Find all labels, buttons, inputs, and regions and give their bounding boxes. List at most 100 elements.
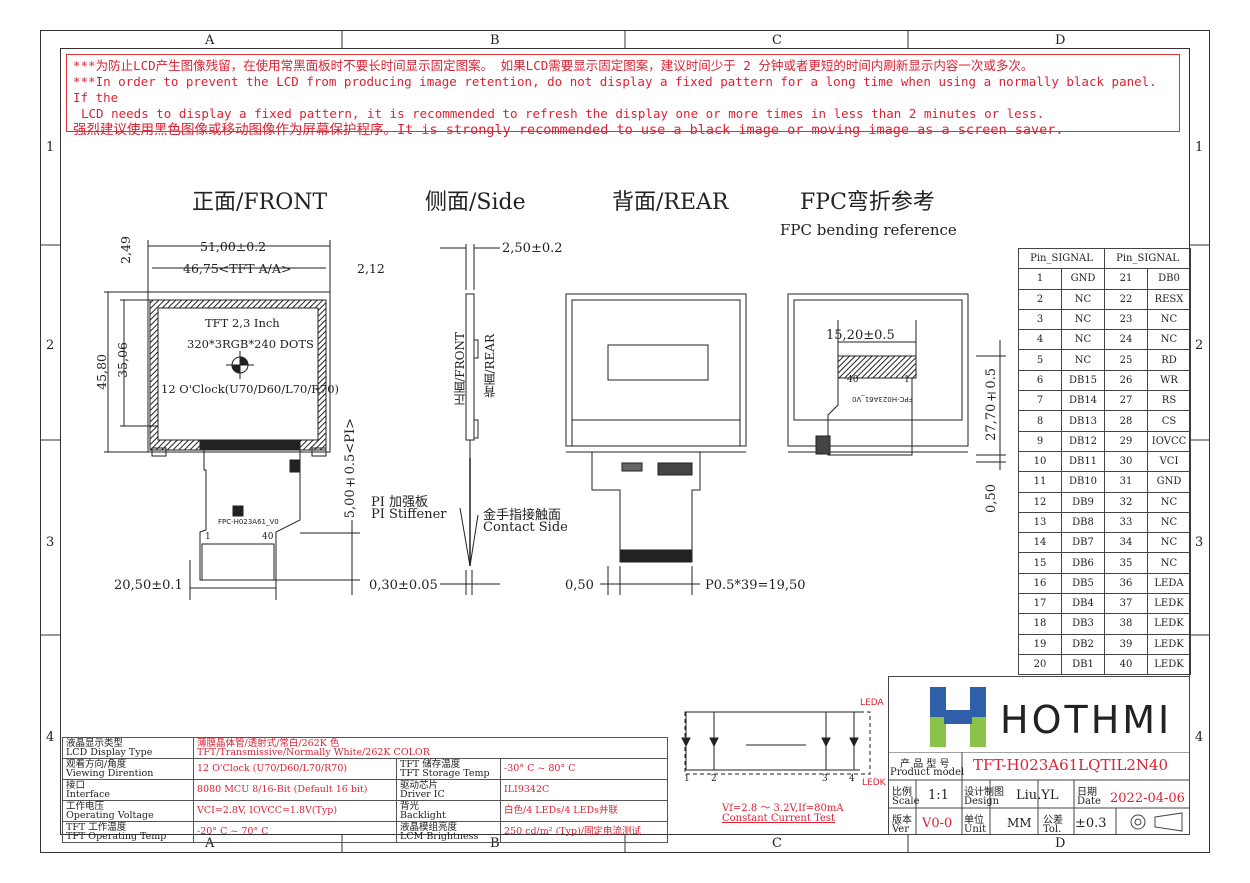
pin-signal-cell: CS — [1147, 410, 1191, 432]
model-value: TFT-H023A61LQTIL2N40 — [973, 756, 1169, 774]
pin-number-cell: 13 — [1018, 511, 1062, 534]
spec-key-line: 工作电压 — [66, 800, 105, 812]
spec-key-line: Viewing Dirention — [66, 768, 154, 779]
front-fpc-pin1: 1 — [205, 532, 211, 542]
pin-number-cell: 5 — [1018, 349, 1062, 371]
pin-number-cell: 6 — [1018, 369, 1062, 392]
spec-value2-line: 白色/4 LEDs/4 LEDs并联 — [504, 805, 619, 817]
front-aa-width-dim: 46,75<TFT A/A> — [183, 261, 292, 276]
front-width-dim: 51,00±0.2 — [200, 239, 267, 254]
pin-number-cell: 16 — [1018, 572, 1062, 595]
zone-col-d-bottom: D — [1055, 836, 1066, 851]
spec-value2: 250 cd/m² (Typ)/固定电流测试 — [500, 821, 668, 843]
pin-number-cell: 29 — [1104, 430, 1148, 452]
led-node-4: 4 — [849, 774, 855, 784]
ver-label-cn: 版本 — [892, 815, 912, 826]
pin-number-cell: 33 — [1104, 511, 1148, 534]
zone-row-4-left: 4 — [46, 730, 55, 745]
pin-signal-cell: LEDK — [1147, 633, 1191, 655]
led-cathode-label: LEDK — [862, 778, 886, 788]
spec-key2-line: 驱动芯片 — [400, 779, 439, 791]
spec-value2-line: ILI9342C — [504, 784, 550, 796]
pin-signal-cell: DB1 — [1061, 653, 1105, 676]
pin-number-cell: 20 — [1018, 653, 1062, 676]
pin-signal-cell: RD — [1147, 349, 1191, 371]
tol-label-cn: 公差 — [1043, 815, 1063, 826]
pin-number-cell: 34 — [1104, 532, 1148, 554]
warning-line-cn: ***为防止LCD产生图像残留，在使用常黑面板时不要长时间显示固定图案。 如果L… — [73, 58, 1034, 73]
spec-value2-line: -30° C ~ 80° C — [504, 763, 576, 775]
pin-number-cell: 4 — [1018, 329, 1062, 351]
spec-key-line: TFT 工作温度 — [66, 821, 127, 833]
spec-value-line: -20° C ~ 70° C — [197, 826, 269, 838]
brand-area: HOTHMI — [900, 680, 1186, 752]
pin-number-cell: 2 — [1018, 288, 1062, 310]
date-label-cn: 日期 — [1077, 787, 1097, 798]
pin-signal-cell: NC — [1147, 308, 1191, 331]
led-node-3: 3 — [822, 774, 828, 784]
pin-number-cell: 35 — [1104, 552, 1148, 574]
spec-value2: -30° C ~ 80° C — [500, 758, 668, 780]
spec-key2-line: 液晶模组亮度 — [400, 821, 458, 833]
pin-signal-cell: NC — [1061, 288, 1105, 310]
side-view-drawing — [440, 244, 500, 595]
front-fpc-width-dim: 20,50±0.1 — [114, 578, 183, 593]
front-right-offset-dim: 2,12 — [357, 261, 385, 276]
pin-number-cell: 39 — [1104, 633, 1148, 655]
pin-number-cell: 17 — [1018, 593, 1062, 615]
side-thk-fpc-dim: 0,30±0.05 — [369, 578, 438, 593]
pin-signal-cell: DB10 — [1061, 471, 1105, 493]
pin-number-cell: 30 — [1104, 450, 1148, 473]
brand-name: HOTHMI — [1000, 698, 1173, 742]
pin-signal-cell: DB15 — [1061, 369, 1105, 392]
front-view-title: 正面/FRONT — [192, 190, 328, 215]
pin-signal-cell: NC — [1147, 532, 1191, 554]
led-node-2: 2 — [711, 774, 717, 784]
pin-number-cell: 36 — [1104, 572, 1148, 595]
pin-signal-cell: GND — [1061, 268, 1105, 290]
ver-label-en: Ver — [892, 824, 910, 835]
pin-table-header-cell: Pin_SIGNAL — [1018, 247, 1105, 270]
pin-number-cell: 1 — [1018, 268, 1062, 290]
fpc-width-dim: 15,20±0.5 — [826, 328, 895, 343]
side-contact-en: Contact Side — [483, 520, 568, 535]
pin-signal-cell: DB5 — [1061, 572, 1105, 595]
side-thickness-dim: 2,50±0.2 — [502, 241, 563, 256]
fpc-height-dim: 27,70±0.5 — [984, 368, 999, 441]
zone-col-a-bottom: A — [205, 836, 215, 851]
pin-signal-cell: DB0 — [1147, 268, 1191, 290]
pin-signal-cell: DB12 — [1061, 430, 1105, 452]
pin-signal-cell: NC — [1147, 511, 1191, 534]
led-test-condition: Constant Current Test — [722, 813, 836, 824]
pin-number-cell: 3 — [1018, 308, 1062, 331]
title-block — [888, 676, 1190, 835]
pin-signal-cell: DB7 — [1061, 532, 1105, 554]
design-label-en: Design — [964, 796, 1000, 807]
design-value: Liu.YL — [1016, 788, 1059, 803]
pin-number-cell: 23 — [1104, 308, 1148, 331]
pin-number-cell: 8 — [1018, 410, 1062, 432]
spec-value-line: 12 O'Clock (U70/D60/L70/R70) — [197, 763, 348, 775]
tol-value: ±0.3 — [1075, 816, 1107, 831]
pin-number-cell: 38 — [1104, 613, 1148, 635]
pin-number-cell: 15 — [1018, 552, 1062, 574]
spec-key-line: 液晶显示类型 — [66, 737, 124, 749]
tolerance-symbol — [1130, 812, 1183, 832]
pin-signal-cell: NC — [1061, 308, 1105, 331]
spec-key2-line: 背光 — [400, 800, 420, 812]
warning-line-en-cont: LCD needs to display a fixed pattern, it… — [81, 106, 1045, 121]
pin-number-cell: 18 — [1018, 613, 1062, 635]
spec-key2-line: LCM Brightness — [400, 831, 479, 842]
